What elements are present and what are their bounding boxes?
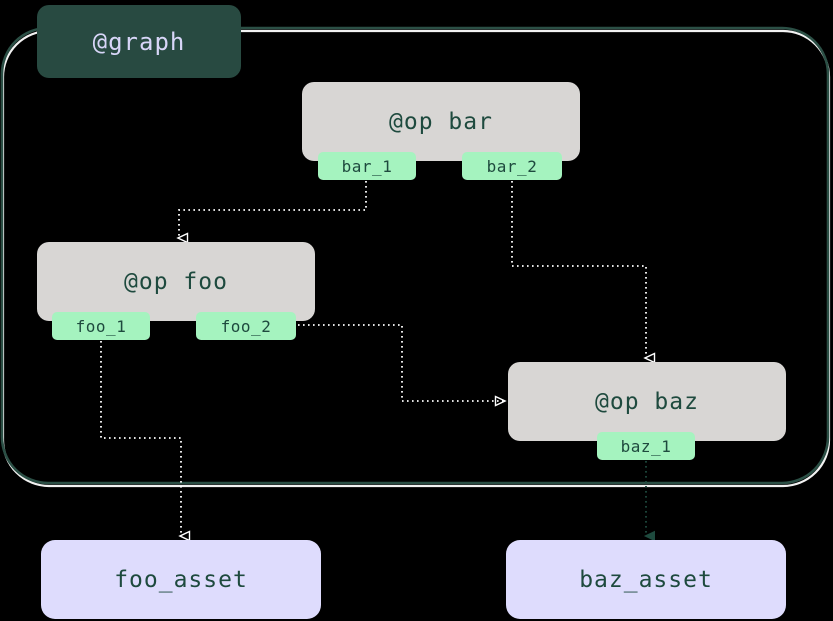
node-op-bar[interactable]: @op bar — [302, 82, 580, 161]
node-label: @op baz — [595, 388, 699, 415]
port-foo_1[interactable]: foo_1 — [52, 312, 150, 340]
node-label: foo_asset — [114, 566, 248, 593]
node-op-foo[interactable]: @op foo — [37, 242, 315, 321]
edge-foo_2-to-op-baz — [298, 324, 504, 401]
node-label: baz_asset — [579, 566, 713, 593]
port-bar_2[interactable]: bar_2 — [462, 152, 562, 180]
edge-foo_1-to-foo_asset — [100, 341, 181, 536]
port-label: baz_1 — [620, 436, 672, 456]
port-label: foo_2 — [220, 316, 272, 336]
port-label: foo_1 — [75, 316, 127, 336]
graph-edges — [100, 181, 646, 536]
port-baz_1[interactable]: baz_1 — [597, 432, 695, 460]
node-asset-baz[interactable]: baz_asset — [506, 540, 786, 619]
port-label: bar_1 — [341, 156, 393, 176]
edge-bar_1-to-op-foo — [179, 181, 367, 238]
cluster-label-graph[interactable]: @graph — [37, 5, 241, 78]
node-label: @op bar — [389, 108, 493, 135]
node-asset-foo[interactable]: foo_asset — [41, 540, 321, 619]
edge-bar_2-to-op-baz — [511, 181, 646, 358]
port-label: bar_2 — [486, 156, 538, 176]
port-bar_1[interactable]: bar_1 — [318, 152, 416, 180]
port-foo_2[interactable]: foo_2 — [196, 312, 296, 340]
node-op-baz[interactable]: @op baz — [508, 362, 786, 441]
node-label: @op foo — [124, 268, 228, 295]
